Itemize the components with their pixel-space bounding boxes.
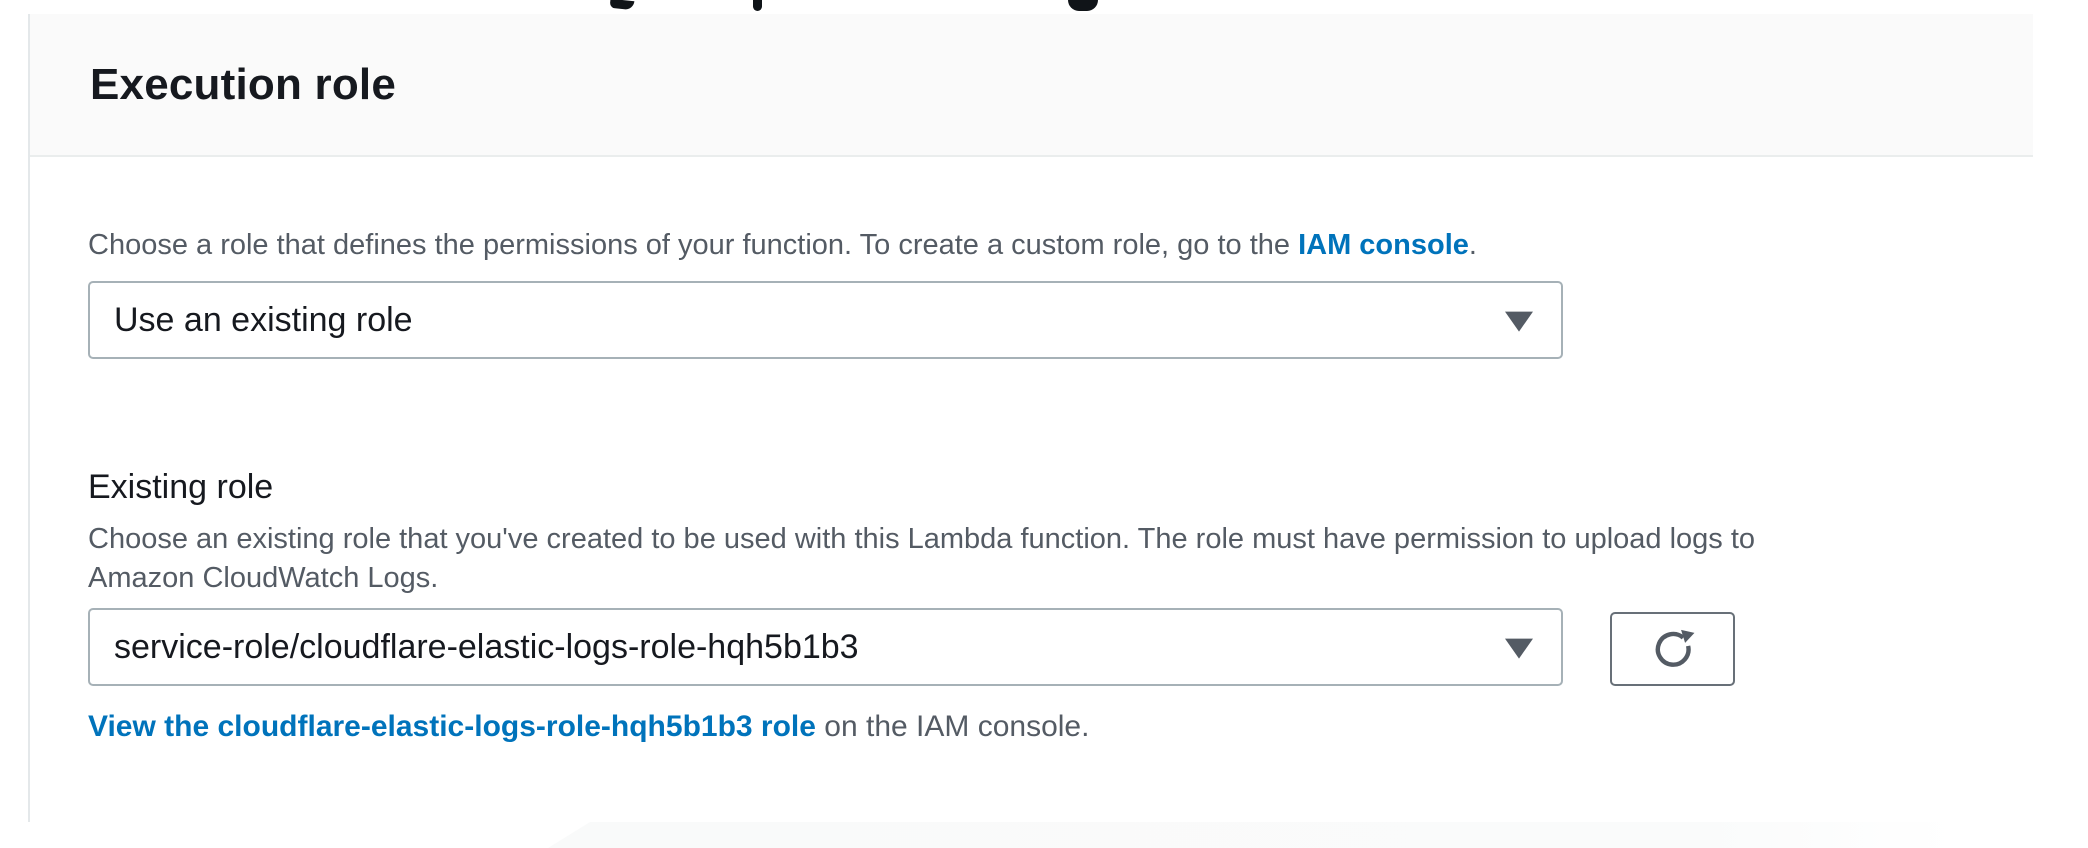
view-role-line: View the cloudflare-elastic-logs-role-hq…	[88, 710, 1089, 744]
next-section-edge	[548, 822, 1958, 848]
role-config-description-period: .	[1468, 229, 1477, 261]
cropped-text-fragment	[753, 0, 762, 11]
role-config-description-text: Choose a role that defines the permissio…	[88, 229, 1299, 261]
cropped-text-fragment	[609, 0, 635, 11]
existing-role-dropdown-value: service-role/cloudflare-elastic-logs-rol…	[114, 627, 859, 666]
panel-left-border	[28, 14, 30, 822]
existing-role-description-line1: Choose an existing role that you've crea…	[88, 523, 1756, 555]
view-role-link[interactable]: View the cloudflare-elastic-logs-role-hq…	[88, 710, 816, 743]
refresh-icon	[1655, 629, 1694, 667]
caret-down-icon	[1505, 638, 1533, 659]
existing-role-description: Choose an existing role that you've crea…	[88, 520, 1755, 598]
execution-role-section-header: Execution role	[30, 14, 2033, 157]
refresh-roles-button[interactable]	[1610, 612, 1735, 686]
view-role-suffix: on the IAM console.	[815, 710, 1090, 743]
cropped-text-fragment	[1068, 0, 1098, 11]
existing-role-description-line2: Amazon CloudWatch Logs.	[88, 562, 439, 594]
role-source-dropdown-value: Use an existing role	[114, 300, 413, 339]
existing-role-dropdown[interactable]: service-role/cloudflare-elastic-logs-rol…	[88, 608, 1563, 686]
existing-role-label: Existing role	[88, 468, 274, 506]
role-source-dropdown[interactable]: Use an existing role	[88, 281, 1563, 359]
caret-down-icon	[1505, 311, 1533, 332]
iam-console-link[interactable]: IAM console	[1298, 229, 1469, 261]
section-title: Execution role	[90, 59, 396, 109]
role-config-description: Choose a role that defines the permissio…	[88, 226, 1477, 265]
